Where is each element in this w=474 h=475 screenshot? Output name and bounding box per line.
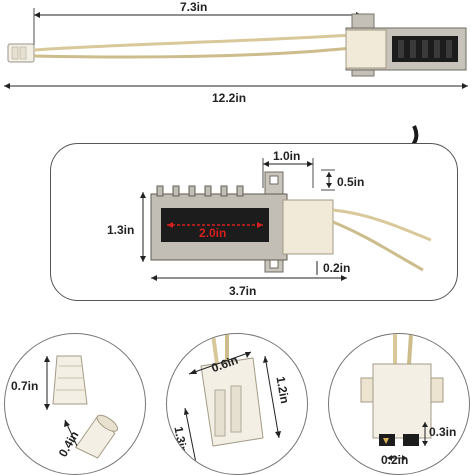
connector-plug-circle: 0.6in 1.2in 1.3in [166, 333, 308, 475]
detail-panel: 1.0in 0.5in 1.3in 2.0in 0.2in 3.7in [50, 143, 458, 301]
top-igniter-drawing [4, 8, 468, 89]
top-total-length-label: 12.2in [212, 91, 247, 105]
detail-body-length-label: 3.7in [229, 284, 257, 298]
connector-pin-circle: 0.2in 0.3in [328, 333, 470, 475]
detail-bracket-offset-label: 0.5in [337, 175, 365, 189]
connector-cap-circle: 0.7in 0.4in [4, 333, 146, 475]
connector-cap-drawing [44, 355, 119, 459]
top-length-label: 7.3in [180, 0, 208, 14]
detail-bottom-offset-label: 0.2in [323, 261, 351, 275]
detail-igniter-drawing [140, 158, 432, 281]
detail-element-label: 2.0in [199, 226, 227, 240]
top-product-view: 7.3in 12.2in [0, 0, 474, 120]
detail-height-label: 1.3in [107, 223, 135, 237]
detail-width-label: 1.0in [273, 149, 301, 163]
pin-spacing-label: 0.2in [381, 453, 409, 467]
connector-pin-drawing [360, 334, 444, 461]
pin-height-label: 0.3in [429, 425, 457, 439]
cap-height-label: 0.7in [11, 379, 39, 393]
connector-plug-drawing [184, 334, 281, 469]
